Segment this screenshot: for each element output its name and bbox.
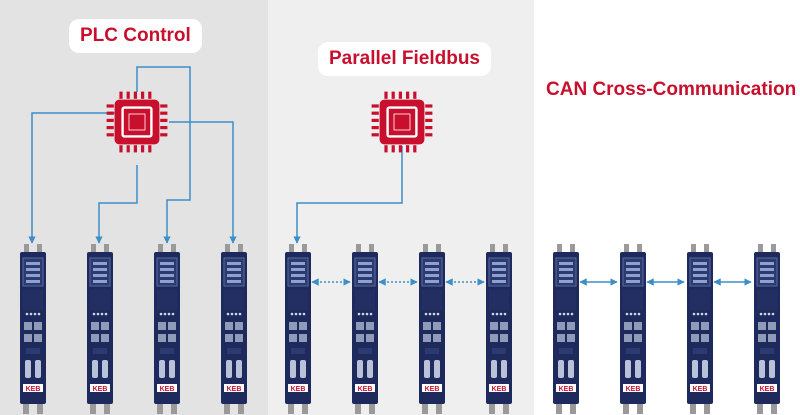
plc-drive-3-icon xyxy=(153,244,181,414)
can-drive-1-icon xyxy=(552,244,580,414)
can-drive-2-icon xyxy=(619,244,647,414)
section-title-can-cross-communication: CAN Cross-Communication xyxy=(546,79,797,100)
fieldbus-cpu-chip-icon xyxy=(370,90,434,154)
can-drive-3-icon xyxy=(686,244,714,414)
section-title-parallel-fieldbus: Parallel Fieldbus xyxy=(318,42,491,76)
section-title-plc-control: PLC Control xyxy=(69,19,202,53)
plc-link-drive-4 xyxy=(169,121,237,244)
fieldbus-drive-3-icon xyxy=(418,244,446,414)
fieldbus-connections xyxy=(293,146,485,286)
plc-drive-2-icon xyxy=(86,244,114,414)
plc-link-drive-1 xyxy=(28,112,137,244)
plc-drive-4-icon xyxy=(220,244,248,414)
fieldbus-drive-1-icon xyxy=(284,244,312,414)
can-drive-4-icon xyxy=(753,244,781,414)
plc-link-drive-3 xyxy=(136,66,191,244)
plc-cpu-chip-icon xyxy=(105,90,169,154)
plc-drive-1-icon xyxy=(19,244,47,414)
fieldbus-drive-4-icon xyxy=(485,244,513,414)
plc-link-drive-2 xyxy=(95,165,138,244)
fieldbus-link-drive-1 xyxy=(293,146,403,244)
fieldbus-drive-2-icon xyxy=(351,244,379,414)
plc-connections xyxy=(28,66,237,244)
